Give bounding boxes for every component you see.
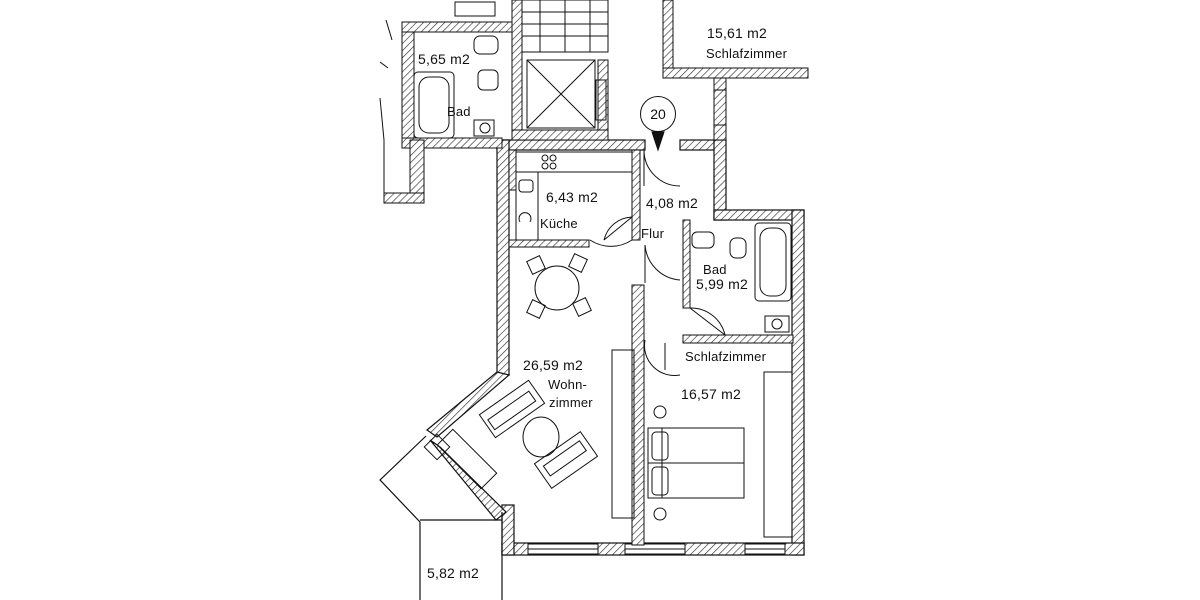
bad-top-name: Bad: [447, 104, 471, 119]
upper-neighbor-walls: [383, 0, 809, 204]
schlaf-top-area: 15,61 m2: [707, 25, 767, 41]
kueche-name: Küche: [540, 216, 578, 231]
wohnzimmer-area: 26,59 m2: [523, 357, 583, 373]
bad-name: Bad: [703, 262, 727, 277]
upper-right-window: [714, 89, 726, 126]
balkon-area: 5,82 m2: [427, 565, 479, 581]
unit-pin: [651, 131, 665, 152]
top-bath-fixtures: [413, 1, 499, 139]
unit-number-badge: 20: [640, 96, 676, 132]
kitchen-fixtures: [515, 151, 633, 241]
schlafzimmer-area: 16,57 m2: [681, 386, 741, 402]
flur-name: Flur: [641, 226, 665, 241]
living-furniture: [423, 349, 635, 519]
staircase: [521, 0, 609, 129]
bad-area: 5,99 m2: [696, 276, 748, 292]
dining-table: [526, 253, 592, 319]
kueche-area: 6,43 m2: [546, 189, 598, 205]
bad-top-area: 5,65 m2: [418, 51, 470, 67]
flur-area: 4,08 m2: [646, 195, 698, 211]
balcony: [379, 435, 503, 600]
interior-walls: [508, 149, 794, 546]
doors: [589, 149, 726, 376]
bath-fixtures: [691, 222, 792, 333]
left-fragments: [379, 19, 393, 195]
outer-walls: [426, 139, 805, 556]
bedroom-furniture: [647, 371, 793, 538]
schlafzimmer-name: Schlafzimmer: [685, 349, 767, 364]
wohnzimmer-name-line1: Wohn-: [548, 377, 588, 392]
unit-number: 20: [650, 106, 666, 122]
schlaf-top-name: Schlafzimmer: [706, 46, 788, 61]
wohnzimmer-name-line2: zimmer: [549, 395, 593, 410]
